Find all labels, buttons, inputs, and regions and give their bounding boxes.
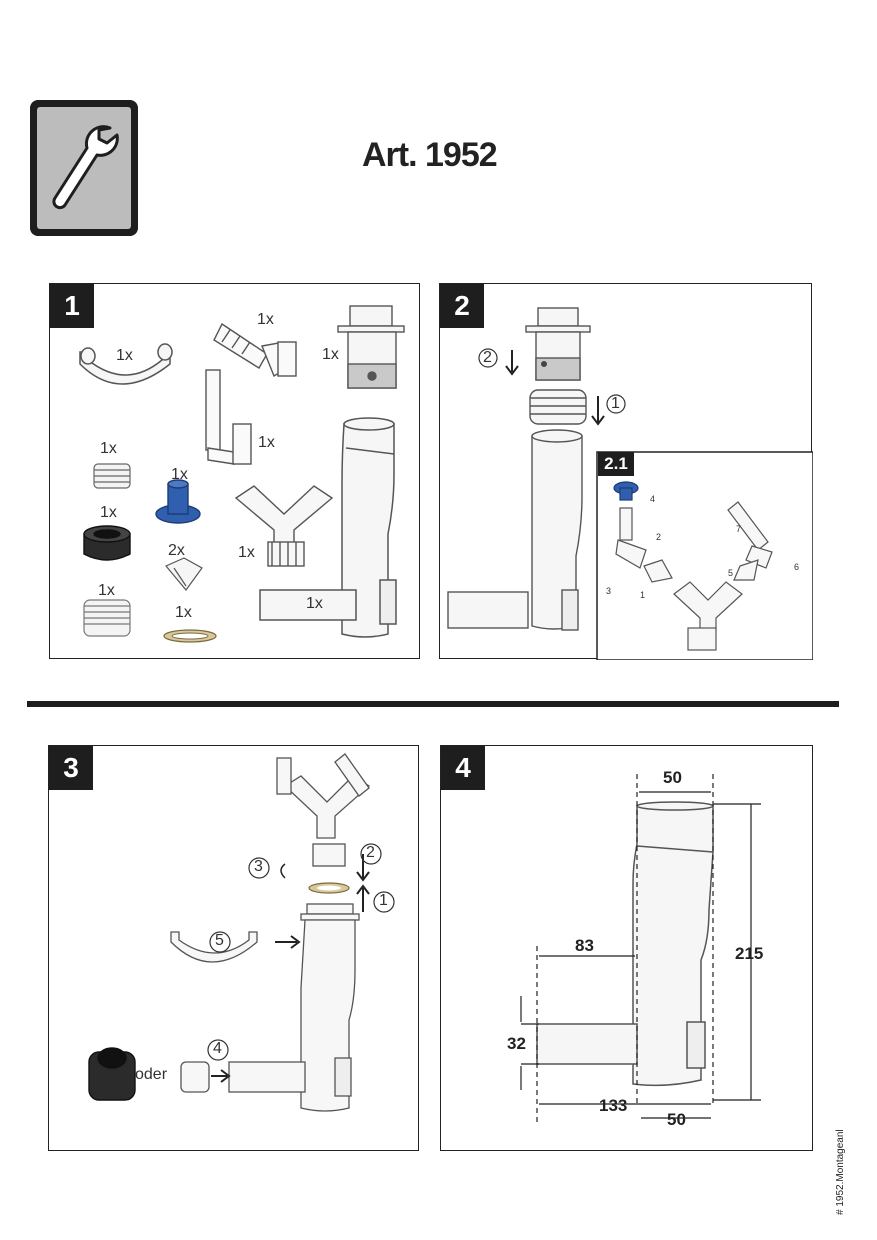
or-label: oder [135,1066,168,1083]
panel-step-1: 1 [49,283,420,659]
step-number: 1 [50,284,94,328]
callout-1: 1 [379,892,388,909]
mounting-illustration [88,753,395,1112]
circle-icon [478,348,498,368]
dim-pipe: 32 [507,1034,526,1053]
hose-elbow-top [213,322,297,378]
dim-height: 215 [735,944,764,963]
page-title: Art. 1952 [362,136,498,174]
callout-4: 4 [213,1040,222,1057]
sub-callout-6: 6 [794,562,800,572]
blue-cap [155,479,201,524]
qty-hose-mid: 1x [258,434,275,451]
sub-callout-5: 5 [728,568,734,578]
qty-blue-cap: 1x [171,466,188,483]
dimension-drawing [520,774,761,1126]
dim-depth: 83 [575,936,594,955]
pipe-clip [79,343,173,385]
callout-3: 3 [254,858,263,875]
qty-clip: 1x [116,347,133,364]
callout-2: 2 [366,844,375,861]
dim-bottom: 50 [667,1110,686,1129]
panel-step-3: 3 1 2 3 4 5 oder [48,745,419,1151]
panel-step-2: 2 2.1 2 1 1 [439,283,813,660]
qty-small-thread: 1x [100,440,117,457]
y-piece [234,485,334,567]
qty-pipe: 1x [306,595,323,612]
qty-hose-top: 1x [257,311,274,328]
cone-seals [165,557,203,591]
sub-callout-4: 4 [650,494,656,504]
qty-gasket: 1x [175,604,192,621]
dim-overall: 133 [599,1096,628,1115]
step-number: 4 [441,746,485,790]
small-threaded-ring [93,463,131,489]
panel-step-4: 4 50 215 83 32 133 50 [440,745,813,1151]
black-reducer [83,525,131,561]
qty-black-reducer: 1x [100,504,117,521]
section-divider [27,701,839,707]
siphon-body [259,417,397,638]
callout-5: 5 [215,932,224,949]
parts-illustration [79,305,405,643]
document-code: # 1952.Montageanl [835,1129,846,1215]
step-number: 2 [440,284,484,328]
hose-elbow-mid [205,369,252,465]
qty-large-thread: 1x [98,582,115,599]
dim-top: 50 [663,768,682,787]
large-threaded-ring [83,599,131,637]
qty-cones: 2x [168,542,185,559]
sub-callout-3: 3 [606,586,612,596]
flat-gasket [163,629,217,643]
assembly-illustration [447,307,813,660]
sub-step-number: 2.1 [598,452,634,476]
sub-callout-2: 2 [656,532,662,542]
sub-callout-1: 1 [640,590,646,600]
adapter-part [337,305,405,389]
qty-y-piece: 1x [238,544,255,561]
wrench-icon-badge [28,98,140,238]
circle-icon [606,394,626,414]
step-number: 3 [49,746,93,790]
sub-callout-7: 7 [736,524,742,534]
qty-adapter: 1x [322,346,339,363]
wrench-icon [52,125,119,210]
